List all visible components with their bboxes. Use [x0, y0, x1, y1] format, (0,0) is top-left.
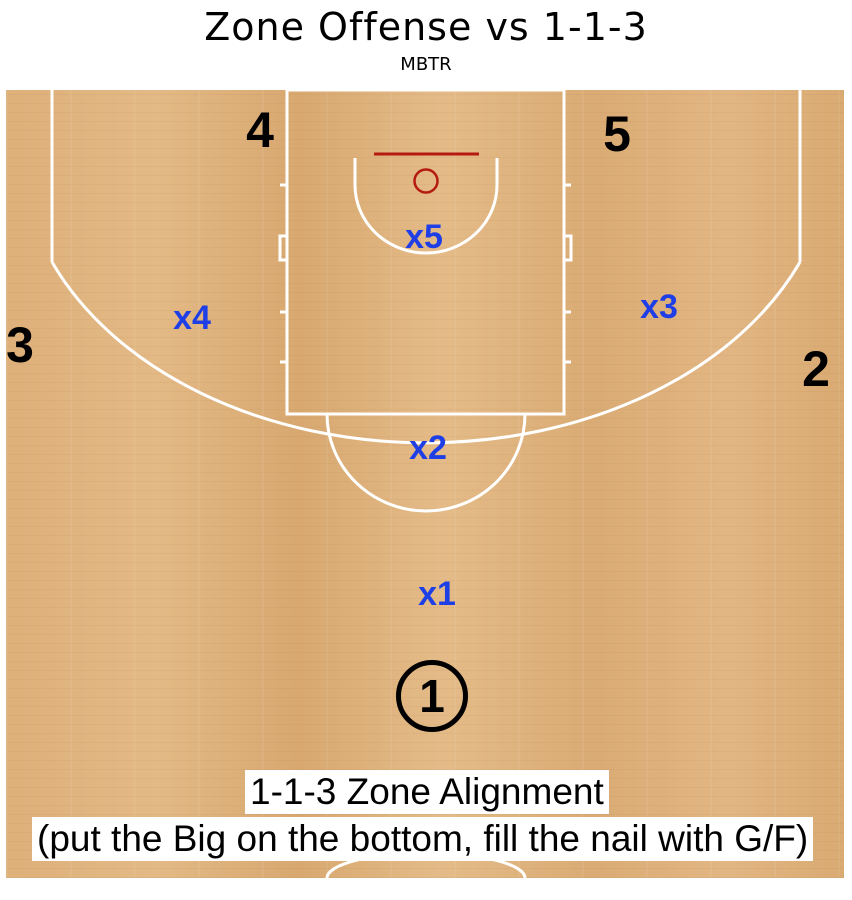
lane-block-left — [278, 234, 289, 262]
defender-x3: x3 — [640, 288, 678, 326]
defender-x2: x2 — [409, 429, 447, 467]
court-lines — [50, 90, 802, 878]
three-point-arc — [50, 261, 802, 445]
caption-line-1: 1-1-3 Zone Alignment — [245, 770, 609, 814]
rim — [413, 168, 439, 194]
free-throw-circle — [325, 413, 527, 513]
defender-x1: x1 — [418, 575, 456, 613]
defender-x4: x4 — [173, 299, 211, 337]
diagram-title: Zone Offense vs 1-1-3 — [204, 5, 648, 49]
offense-player-2: 2 — [802, 341, 830, 397]
offense-player-3: 3 — [6, 317, 34, 373]
diagram-subtitle: MBTR — [400, 54, 452, 75]
lane-block-right — [562, 234, 573, 262]
offense-player-1: 1 — [396, 660, 468, 732]
defender-x5: x5 — [405, 218, 443, 256]
basketball-court: 4 5 3 2 1 x5 x4 x3 x2 x1 1-1-3 Zone Alig… — [6, 90, 844, 878]
caption-line-2: (put the Big on the bottom, fill the nai… — [32, 817, 814, 861]
offense-player-5: 5 — [603, 106, 631, 162]
offense-player-1-label: 1 — [419, 670, 445, 722]
restricted-area-arc — [353, 158, 499, 255]
offense-player-4: 4 — [246, 102, 274, 158]
